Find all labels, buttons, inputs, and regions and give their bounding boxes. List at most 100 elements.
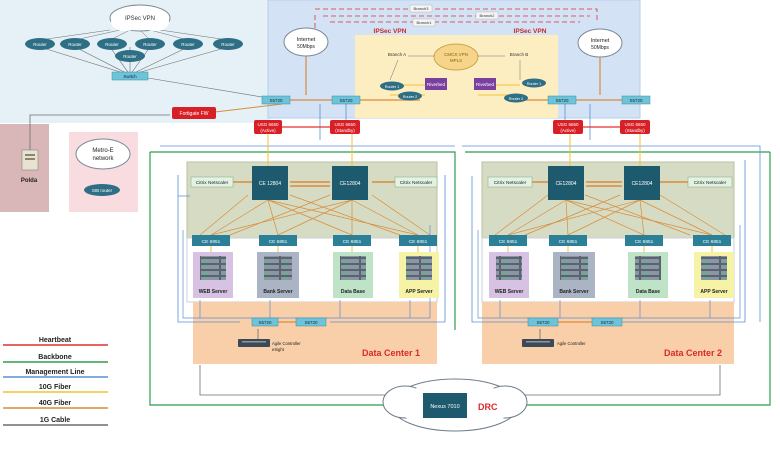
dc1-title: Data Center 1	[362, 348, 420, 358]
branch1-label: Branch1	[417, 20, 433, 25]
svg-text:CE 6851: CE 6851	[269, 239, 288, 245]
usg-core-dc2	[569, 134, 641, 170]
cable-top-drc	[199, 365, 721, 396]
legend-backbone: Backbone	[38, 354, 72, 361]
svg-text:Citrix Netscaler: Citrix Netscaler	[694, 180, 727, 186]
dc1-access-2[interactable]: CE 6851	[259, 235, 297, 246]
metro-e-cloud: Metro-E network	[75, 138, 131, 170]
dc2-agile-controller[interactable]: Agile Controller	[522, 339, 586, 347]
router-node[interactable]: Router	[173, 38, 203, 50]
router-node[interactable]: Router	[25, 38, 55, 50]
dc1-core-interlink	[290, 181, 330, 187]
dc1-app-server[interactable]: APP Server	[399, 252, 439, 298]
dc1-bank-server[interactable]: Bank Server	[257, 252, 299, 298]
s5720-core-2[interactable]: S5720	[331, 95, 361, 105]
polda-server[interactable]: Polda	[21, 149, 39, 184]
dc2-access-servers	[507, 246, 713, 252]
svg-text:Data Base: Data Base	[636, 289, 660, 295]
router-node[interactable]: Router	[213, 38, 243, 50]
dc1-access-4[interactable]: CE 6851	[399, 235, 437, 246]
vpn-switch[interactable]: Switch	[111, 71, 149, 81]
legend-1g: 1G Cable	[40, 417, 70, 424]
dc2-mgmt-switch-2[interactable]: S5720	[591, 317, 623, 327]
ipsec-label-right: IPSec VPN	[514, 28, 547, 35]
router-2-right[interactable]: Router 2	[504, 93, 528, 103]
dc2-netscaler-left[interactable]: Citrix Netscaler	[487, 176, 533, 188]
polda-label: Polda	[21, 178, 38, 184]
svg-text:USG 6650: USG 6650	[624, 122, 646, 127]
dc2-access-1[interactable]: CE 6851	[489, 235, 527, 246]
dc1-database-server[interactable]: Data Base	[333, 252, 373, 298]
svg-text:(Active): (Active)	[560, 128, 576, 133]
s5720-core-4[interactable]: S5720	[621, 95, 651, 105]
svg-text:Router: Router	[123, 54, 137, 59]
dc1-access-1[interactable]: CE 6851	[192, 235, 230, 246]
dc1-core-switch-1[interactable]: CE 12804	[252, 166, 288, 200]
fortigate-firewall[interactable]: Fortigate FW	[172, 107, 216, 119]
dc1-mgmt-switch-1[interactable]: S5720	[251, 317, 279, 327]
router-1-right[interactable]: Router 1	[522, 78, 546, 88]
legend-10g: 10G Fiber	[39, 384, 72, 391]
dc2-netscaler-right[interactable]: Citrix Netscaler	[687, 176, 733, 188]
router-node[interactable]: Router	[97, 38, 127, 50]
dc2-access-4[interactable]: CE 6851	[693, 235, 731, 246]
s5720-core-1[interactable]: S5720	[261, 95, 291, 105]
svg-text:SIB router: SIB router	[92, 188, 113, 193]
dc2-mgmt-switch-1[interactable]: S5720	[527, 317, 559, 327]
svg-text:S5720: S5720	[600, 320, 614, 325]
usg-dc1-active[interactable]: USG 6650 (Active)	[254, 120, 282, 134]
svg-text:Fortigate FW: Fortigate FW	[180, 111, 209, 117]
dc1-web-server[interactable]: WEB Server	[193, 252, 233, 298]
ipsec-vpn-cloud: IPSec VPN	[109, 4, 171, 32]
router-1-left[interactable]: Router 1	[380, 81, 404, 91]
svg-text:Agile Controller: Agile Controller	[557, 341, 586, 346]
router-node[interactable]: Router	[60, 38, 90, 50]
dc2-core-switch-1[interactable]: CE12804	[548, 166, 584, 200]
dc2-app-server[interactable]: APP Server	[694, 252, 734, 298]
dc2-bank-server[interactable]: Bank Server	[553, 252, 595, 298]
sib-router[interactable]: SIB router	[84, 184, 120, 196]
svg-text:CE 6851: CE 6851	[635, 239, 654, 245]
dc1-core-switch-2[interactable]: CE12804	[332, 166, 368, 200]
vpn-cloud-links	[39, 29, 229, 41]
dc2-database-server[interactable]: Data Base	[628, 252, 668, 298]
svg-text:S5720: S5720	[536, 320, 550, 325]
svg-text:Router: Router	[221, 42, 235, 47]
legend-heartbeat: Heartbeat	[39, 337, 72, 344]
dc1-netscaler-right[interactable]: Citrix Netscaler	[394, 176, 438, 188]
svg-text:Router: Router	[105, 42, 119, 47]
svg-text:CE12804: CE12804	[632, 181, 653, 187]
svg-text:S5720: S5720	[258, 320, 272, 325]
usg-dc2-standby[interactable]: USG 6650 (Standby)	[620, 120, 650, 134]
core-links	[282, 55, 630, 101]
svg-text:S5720: S5720	[629, 98, 643, 103]
legend-management: Management Line	[25, 369, 84, 376]
router-2-left[interactable]: Router 2	[398, 91, 422, 101]
heartbeat-branch3	[315, 8, 598, 20]
dc2-access-3[interactable]: CE 6851	[625, 235, 663, 246]
dc1-mgmt-switch-2[interactable]: S5720	[295, 317, 327, 327]
usg-dc2-active[interactable]: USG 6650 (Active)	[553, 120, 583, 134]
dc1-access-3[interactable]: CE 6851	[333, 235, 371, 246]
nexus-7010[interactable]: Nexus 7010	[423, 393, 467, 418]
router-node[interactable]: Router	[115, 50, 145, 62]
dc2-access-2[interactable]: CE 6851	[549, 235, 587, 246]
router-node[interactable]: Router	[135, 38, 165, 50]
svg-text:CMCS VPN: CMCS VPN	[444, 52, 468, 57]
dc1-agile-controller[interactable]: Agile Controller eSight	[238, 339, 301, 352]
svg-text:Agile Controller: Agile Controller	[272, 341, 301, 346]
usg-dc1-standby[interactable]: USG 6650 (Standby)	[330, 120, 360, 134]
svg-text:CE12804: CE12804	[556, 181, 577, 187]
svg-text:APP Server: APP Server	[405, 289, 432, 295]
riverbed-right[interactable]: Riverbed	[474, 78, 496, 90]
riverbed-left[interactable]: Riverbed	[425, 78, 447, 90]
dc1-netscaler-left[interactable]: Citrix Netscaler	[190, 176, 234, 188]
s5720-core-3[interactable]: S5720	[547, 95, 577, 105]
svg-text:USG 6650: USG 6650	[257, 122, 279, 127]
svg-text:CE12804: CE12804	[340, 181, 361, 187]
dc2-web-server[interactable]: WEB Server	[489, 252, 529, 298]
dc2-core-switch-2[interactable]: CE12804	[624, 166, 660, 200]
svg-text:CE 6851: CE 6851	[559, 239, 578, 245]
svg-text:Bank Server: Bank Server	[263, 289, 292, 295]
